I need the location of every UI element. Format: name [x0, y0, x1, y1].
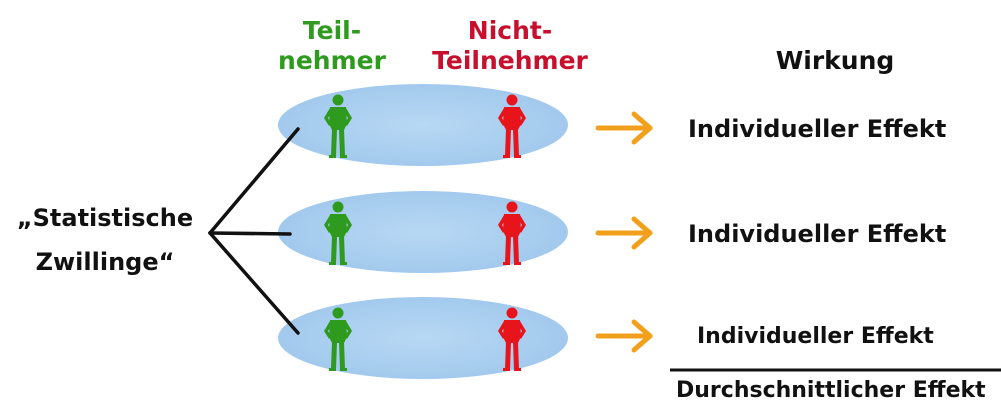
header-effect: Wirkung [775, 46, 895, 75]
arrow-right-icon [595, 111, 653, 145]
header-non-participants-line2: Teilnehmer [432, 46, 588, 75]
individual-effect-label: Individueller Effekt [688, 220, 947, 248]
header-participants: Teil- nehmer [262, 16, 402, 76]
statistical-twins-line1: „Statistische [16, 204, 194, 232]
header-participants-line1: Teil- [302, 16, 362, 45]
arrow-right-icon [595, 319, 653, 353]
arrow-right-icon [595, 216, 653, 250]
individual-effect-label: Individueller Effekt [688, 115, 947, 143]
average-effect-label: Durchschnittlicher Effekt [676, 378, 986, 403]
header-participants-line2: nehmer [278, 46, 386, 75]
twin-pair-ellipse-1 [278, 84, 568, 166]
header-non-participants: Nicht- Teilnehmer [405, 16, 615, 76]
header-non-participants-line1: Nicht- [467, 16, 553, 45]
individual-effect-label: Individueller Effekt [697, 324, 934, 349]
statistical-twins-label: „Statistische Zwillinge“ [0, 196, 210, 284]
twins-connector-lines [208, 127, 300, 335]
statistical-twins-line2: Zwillinge“ [35, 248, 175, 276]
twin-pair-ellipse-2 [278, 191, 568, 273]
twin-pair-ellipse-3 [278, 297, 568, 379]
